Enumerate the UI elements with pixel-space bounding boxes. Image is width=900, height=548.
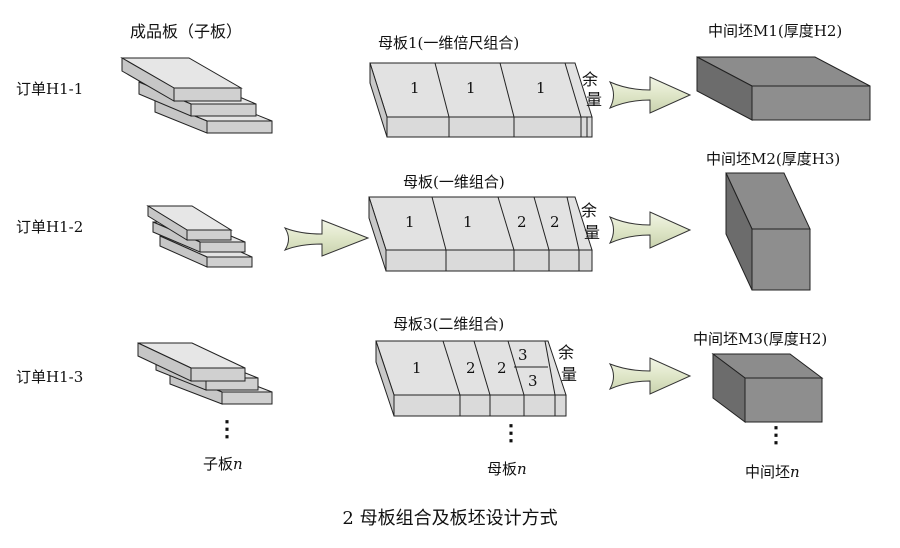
- remainder-label: 量: [561, 365, 577, 384]
- order-label-3: 订单H1-3: [16, 368, 84, 386]
- mother-plate-1: [369, 62, 593, 138]
- intermediate-block-1: [696, 56, 871, 121]
- mother-plate-title-2: 母板(一维组合): [403, 173, 505, 191]
- remainder-label: 余: [581, 201, 597, 220]
- intermediate-dots: ⋮: [765, 422, 787, 448]
- intermediate-block-3: [711, 353, 824, 423]
- product-plates-heading: 成品板（子板）: [130, 22, 243, 41]
- mother-plate-title-1: 母板1(一维倍尺组合): [378, 34, 520, 52]
- child-plate-stack-2: [146, 205, 253, 268]
- mother-plate-2: [368, 196, 593, 272]
- segment-number: 1: [412, 359, 422, 377]
- segment-number: 1: [536, 79, 546, 97]
- child-plate-stack-1: [120, 57, 273, 134]
- arrow-mother-to-intermediate-2: [608, 211, 692, 249]
- order-label-2: 订单H1-2: [16, 218, 84, 236]
- arrow-child-to-mother: [283, 219, 370, 257]
- mother-plate-n-label: 母板n: [487, 460, 527, 478]
- intermediate-title-2: 中间坯M2(厚度H3): [706, 150, 841, 168]
- segment-number: 3: [528, 372, 538, 390]
- arrow-mother-to-intermediate-1: [608, 76, 692, 114]
- remainder-label: 余: [582, 70, 598, 89]
- child-plate: [146, 205, 233, 241]
- mother-plate-title-3: 母板3(二维组合): [393, 315, 505, 333]
- remainder-label: 余: [558, 343, 574, 362]
- segment-number: 2: [466, 359, 476, 377]
- order-label-1: 订单H1-1: [16, 80, 84, 98]
- mother-dots: ⋮: [500, 420, 522, 446]
- intermediate-n-label: 中间坯n: [745, 463, 800, 481]
- remainder-label: 量: [584, 223, 600, 242]
- mother-plate-3: [375, 340, 567, 417]
- child-dots: ⋮: [216, 416, 238, 442]
- intermediate-block-2: [725, 172, 811, 291]
- segment-number: 2: [517, 213, 527, 231]
- figure-caption: 2 母板组合及板坯设计方式: [342, 508, 558, 529]
- segment-number: 2: [497, 359, 507, 377]
- child-plate-stack-3: [137, 342, 273, 405]
- intermediate-title-3: 中间坯M3(厚度H2): [693, 330, 828, 348]
- remainder-label: 量: [586, 90, 602, 109]
- child-plate-n-label: 子板n: [203, 455, 243, 473]
- segment-number: 3: [518, 346, 528, 364]
- segment-number: 1: [405, 213, 415, 231]
- segment-number: 2: [550, 213, 560, 231]
- segment-number: 1: [466, 79, 476, 97]
- intermediate-title-1: 中间坯M1(厚度H2): [708, 22, 843, 40]
- child-plate: [137, 342, 246, 382]
- segment-number: 1: [463, 213, 473, 231]
- arrow-mother-to-intermediate-3: [608, 357, 692, 395]
- child-plate: [120, 57, 243, 102]
- segment-number: 1: [410, 79, 420, 97]
